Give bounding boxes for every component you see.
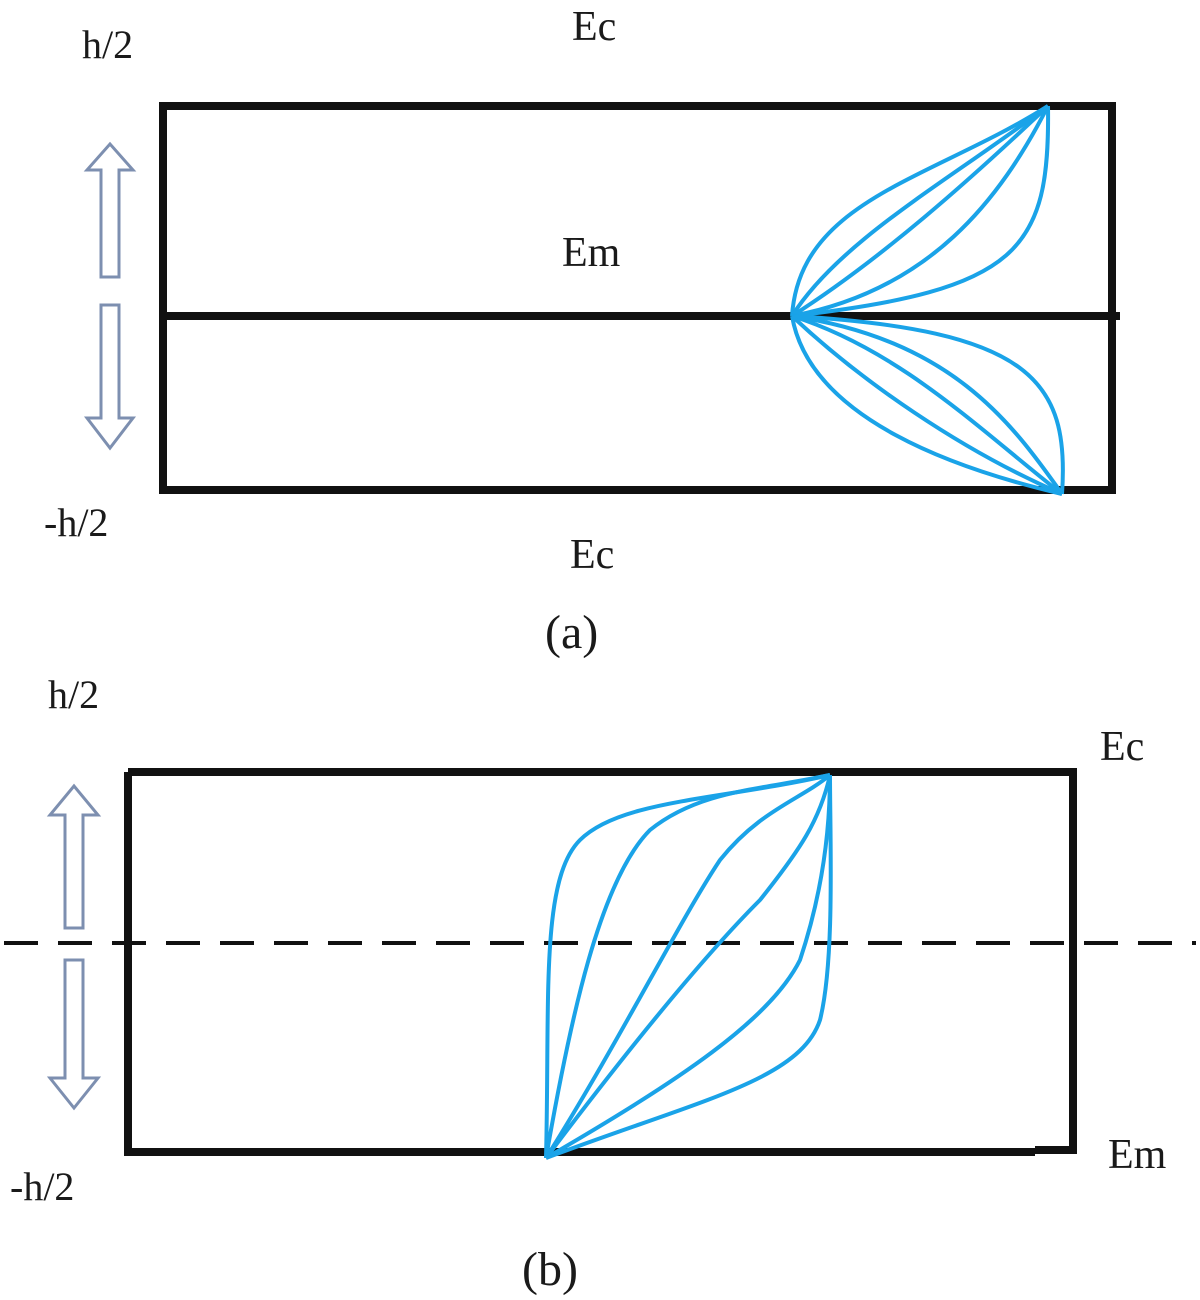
- panel-b-beam-frame: [124, 768, 1077, 1156]
- panel-a-lower-curve-3: [791, 314, 1064, 496]
- panel-a-top-coordinate-label: h/2: [82, 22, 133, 67]
- panel-a-upper-curve-4: [791, 105, 1050, 318]
- panel-a: h/2 Ec Em -h/2 Ec (a): [44, 4, 1120, 659]
- panel-a-lower-volume-fraction-curves: [790, 314, 1065, 496]
- panel-a-bottom-coordinate-label: -h/2: [44, 500, 108, 545]
- panel-b-curve-3: [544, 773, 832, 1160]
- panel-a-bottom-material-label: Ec: [570, 532, 614, 578]
- panel-a-beam-frame: [159, 102, 1116, 494]
- panel-b-volume-fraction-curves: [544, 773, 833, 1160]
- panel-b-curve-2: [544, 773, 831, 1159]
- panel-b-curve-6: [545, 774, 833, 1160]
- panel-a-lower-curve-5: [790, 315, 1063, 496]
- panel-a-upper-curve-1: [790, 104, 1050, 317]
- panel-a-thickness-arrow-icon: [83, 141, 137, 451]
- panel-b: h/2 Ec -h/2 Em (b): [4, 672, 1196, 1296]
- panel-a-top-material-label: Ec: [572, 4, 616, 50]
- panel-b-top-material-label: Ec: [1100, 724, 1144, 770]
- panel-a-upper-curve-2: [790, 104, 1050, 318]
- panel-a-upper-curve-3: [790, 104, 1050, 318]
- panel-a-lower-curve-4: [790, 314, 1063, 496]
- panel-b-bottom-material-label: Em: [1108, 1132, 1167, 1178]
- panel-a-caption: (a): [545, 606, 598, 659]
- panel-a-lower-curve-2: [791, 314, 1064, 496]
- panel-a-lower-curve-1: [791, 314, 1065, 495]
- panel-a-middle-material-label: Em: [562, 230, 621, 276]
- panel-b-bottom-coordinate-label: -h/2: [10, 1164, 74, 1209]
- panel-b-thickness-arrow-icon: [46, 783, 102, 1111]
- panel-b-caption: (b): [522, 1243, 578, 1296]
- panel-b-curve-4: [544, 774, 832, 1160]
- panel-a-upper-volume-fraction-curves: [790, 104, 1051, 318]
- panel-a-upper-curve-5: [791, 105, 1051, 318]
- panel-b-top-coordinate-label: h/2: [48, 672, 99, 717]
- panel-b-curve-5: [544, 774, 832, 1160]
